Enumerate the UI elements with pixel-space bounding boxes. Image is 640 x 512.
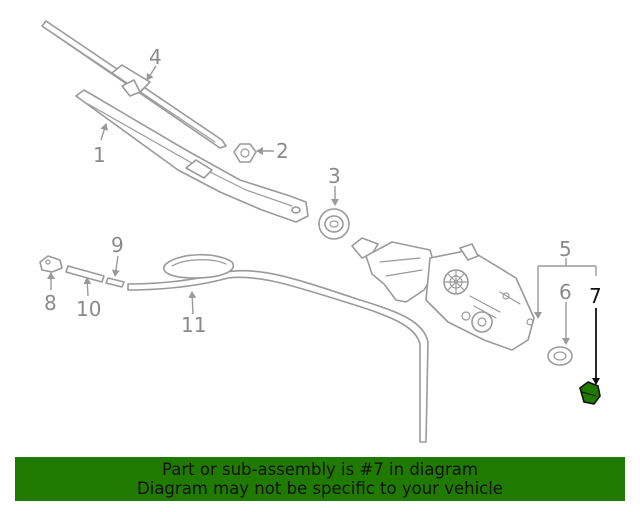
leader-line-4 — [146, 65, 157, 81]
grommet-part-3[interactable] — [318, 208, 350, 240]
banner-line-disclaimer: Diagram may not be specific to your vehi… — [137, 479, 503, 498]
callout-7: 7 — [589, 284, 602, 308]
leader-bracket-5 — [537, 258, 596, 310]
leader-line-9 — [111, 255, 120, 277]
hose-part-11[interactable] — [127, 253, 429, 443]
wiper-arm-part-1[interactable] — [75, 89, 309, 223]
callout-11: 11 — [181, 313, 206, 337]
nut-part-2[interactable] — [233, 143, 257, 163]
nozzle-part-8[interactable] — [39, 255, 63, 273]
hose-part-10[interactable] — [65, 265, 105, 283]
callout-4: 4 — [149, 45, 162, 69]
parts-diagram: 4 1 2 3 9 5 6 7 8 10 11 — [39, 20, 602, 443]
info-banner: Part or sub-assembly is #7 in diagram Di… — [15, 457, 625, 501]
banner-line-part-number: Part or sub-assembly is #7 in diagram — [162, 460, 478, 479]
leader-line-11 — [188, 291, 197, 315]
bushing-part-6[interactable] — [547, 346, 573, 366]
callout-8: 8 — [44, 291, 57, 315]
callout-10: 10 — [76, 297, 101, 321]
leader-line-1 — [100, 123, 109, 141]
callout-3: 3 — [328, 164, 341, 188]
callout-5: 5 — [559, 237, 572, 261]
callout-9: 9 — [111, 233, 124, 257]
callout-2: 2 — [276, 139, 289, 163]
wiper-blade-part-4[interactable] — [41, 20, 227, 149]
callout-1: 1 — [93, 143, 106, 167]
bolt-part-7[interactable] — [579, 381, 601, 405]
connector-part-9[interactable] — [105, 277, 125, 288]
wiper-motor-part-5[interactable] — [351, 237, 535, 351]
leader-line-10 — [83, 277, 92, 297]
callout-6: 6 — [559, 280, 572, 304]
